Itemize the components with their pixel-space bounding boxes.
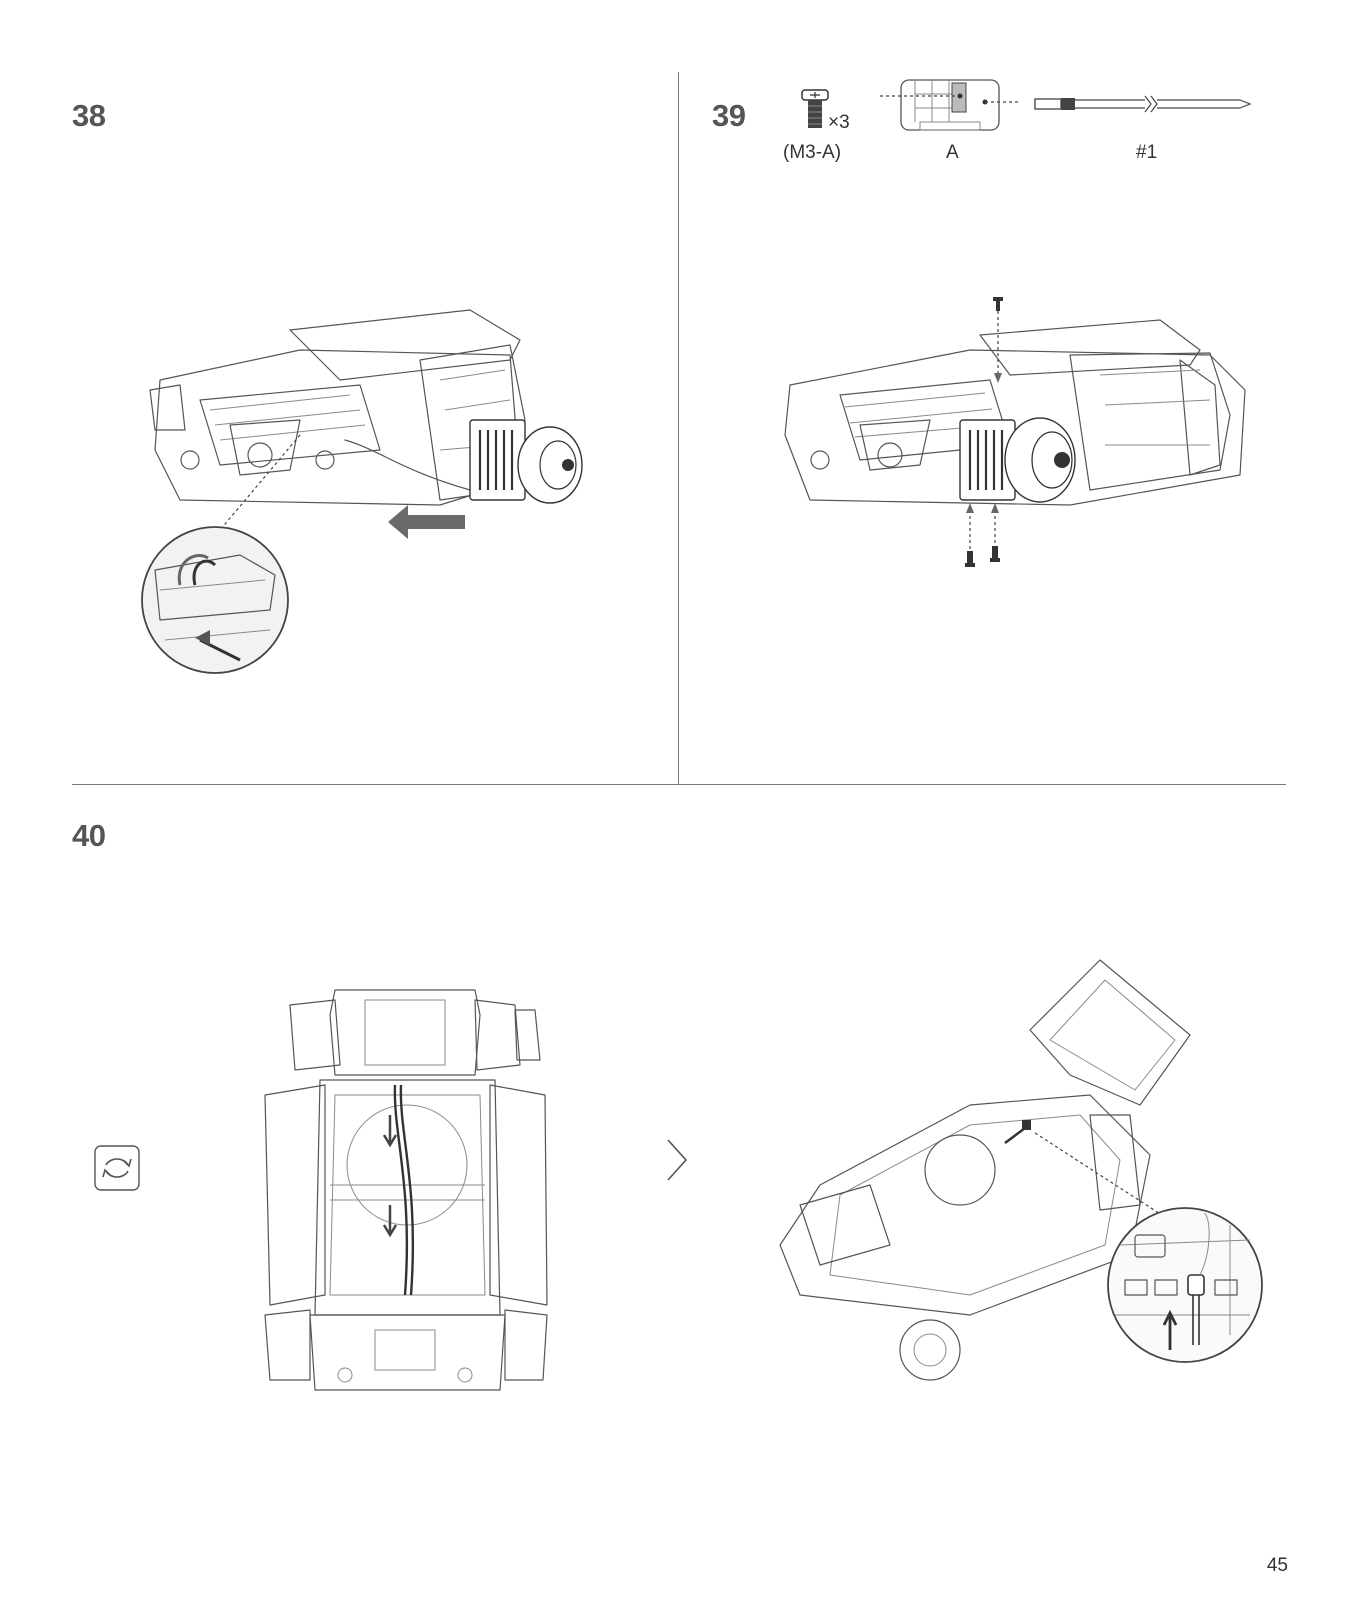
screwdriver-icon	[1035, 94, 1255, 114]
screw-quantity: ×3	[828, 112, 850, 134]
drone-bottom-view	[265, 985, 550, 1395]
screw-icon	[800, 88, 830, 132]
step-39-illustration	[770, 295, 1260, 585]
drone-open-view	[760, 955, 1290, 1400]
horizontal-divider	[72, 784, 1286, 785]
step-40-number: 40	[72, 818, 105, 854]
next-chevron-icon	[665, 1138, 689, 1182]
parts-tray-icon	[880, 78, 1020, 134]
step-38-illustration	[140, 300, 620, 700]
tool-label: #1	[1136, 142, 1157, 164]
push-arrow-icon	[388, 505, 465, 539]
step-39-number: 39	[712, 98, 745, 134]
screw-label: (M3-A)	[783, 142, 841, 164]
motor-icon	[470, 420, 582, 503]
step-38-number: 38	[72, 98, 105, 134]
tray-label: A	[946, 142, 959, 164]
vertical-divider	[678, 72, 679, 784]
rotate-icon	[94, 1145, 140, 1191]
page-number: 45	[1267, 1555, 1288, 1577]
